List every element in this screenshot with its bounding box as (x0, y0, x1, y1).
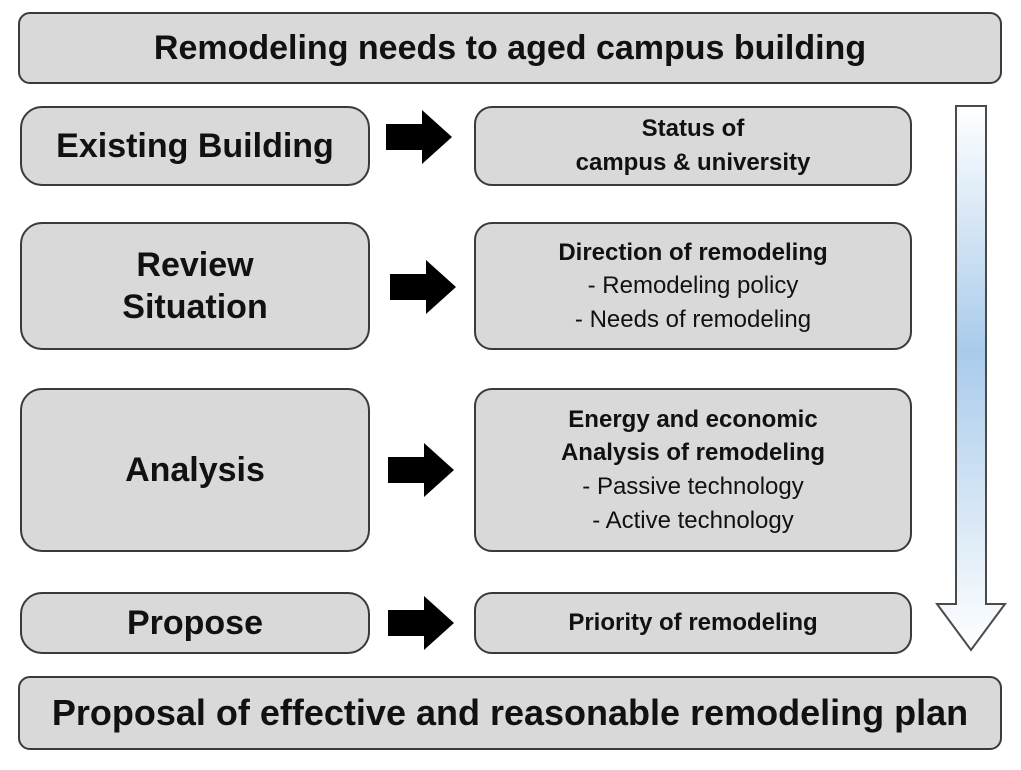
stage-label-line: Situation (122, 288, 268, 326)
detail-energy-analysis: Energy and economic Analysis of remodeli… (474, 388, 912, 552)
stage-existing-building: Existing Building (20, 106, 370, 186)
detail-list-item: Passive technology (582, 470, 804, 504)
stage-propose: Propose (20, 592, 370, 654)
stage-label-line: Analysis (125, 450, 265, 489)
detail-status: Status of campus & university (474, 106, 912, 186)
arrow-right-icon (386, 110, 452, 164)
detail-list-item: Remodeling policy (588, 269, 798, 303)
stage-label-line: Review (136, 245, 254, 284)
stage-review-situation: Review Situation (20, 222, 370, 350)
detail-priority: Priority of remodeling (474, 592, 912, 654)
top-banner: Remodeling needs to aged campus building (18, 12, 1002, 84)
stage-label-line: Existing Building (56, 126, 334, 165)
flow-down-arrow-icon (935, 105, 1007, 652)
stage-label-line: Propose (126, 603, 264, 642)
detail-direction: Direction of remodeling Remodeling polic… (474, 222, 912, 350)
detail-heading: Energy and economic Analysis of remodeli… (560, 405, 826, 467)
detail-heading: Status of campus & university (575, 115, 811, 176)
detail-list-item: Active technology (592, 504, 794, 538)
detail-list-item: Needs of remodeling (575, 303, 811, 337)
arrow-right-icon (388, 443, 454, 497)
detail-heading: Direction of remodeling (558, 238, 828, 266)
stage-analysis: Analysis (20, 388, 370, 552)
arrow-right-icon (390, 260, 456, 314)
bottom-banner: Proposal of effective and reasonable rem… (18, 676, 1002, 750)
detail-heading: Priority of remodeling (568, 609, 818, 637)
arrow-right-icon (388, 596, 454, 650)
